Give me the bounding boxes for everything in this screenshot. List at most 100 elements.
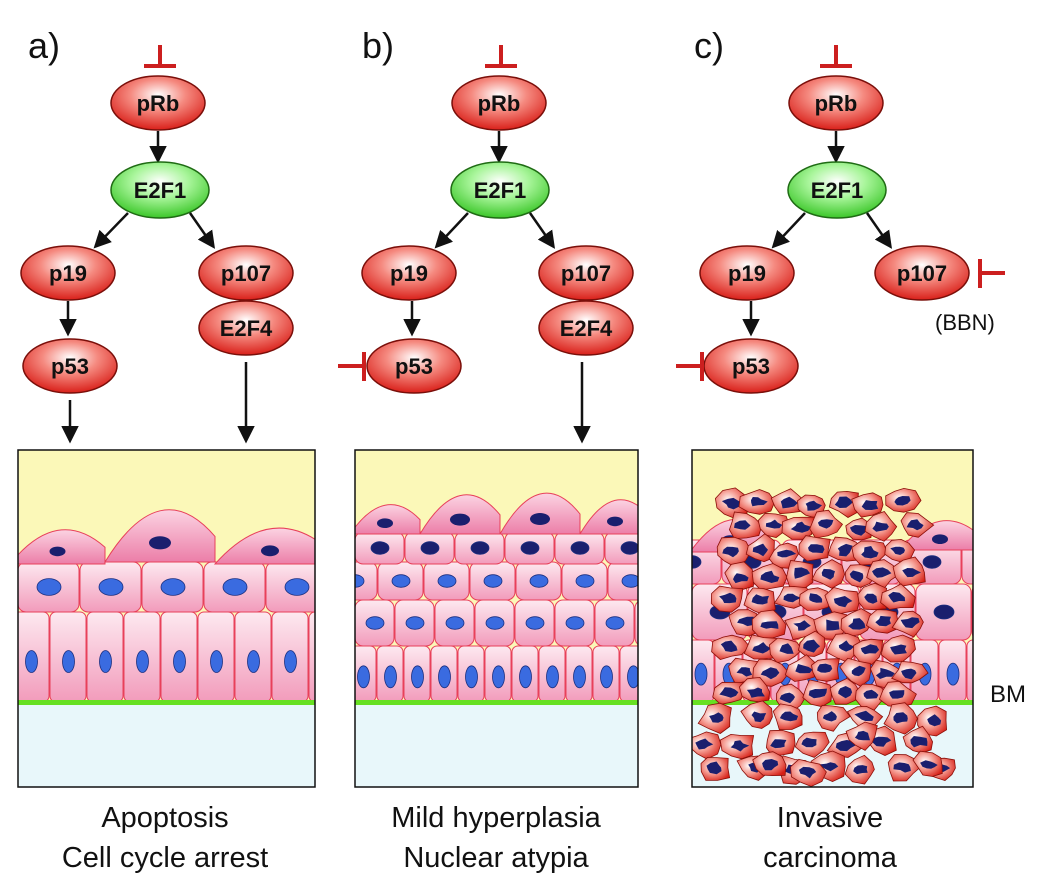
panel-c: c) pRb E2F1 p19 p107 (BBN): [676, 25, 1005, 874]
nucleus: [411, 665, 424, 689]
nucleus: [779, 711, 799, 722]
nucleus: [322, 651, 334, 673]
svg-text:p53: p53: [51, 354, 89, 379]
svg-text:p107: p107: [561, 261, 611, 286]
inhibition-mark: [485, 45, 517, 68]
nucleus: [565, 616, 585, 630]
nucleus: [808, 688, 827, 699]
nucleus: [794, 567, 811, 579]
nucleus: [760, 621, 779, 629]
caption-line-2: Nuclear atypia: [403, 842, 589, 874]
intermediate-cell: [634, 601, 638, 645]
nucleus: [822, 711, 837, 722]
nucleus: [851, 665, 866, 677]
nucleus: [779, 643, 794, 654]
nucleus: [854, 710, 874, 721]
nucleus: [801, 737, 817, 748]
node-prb: pRb: [451, 75, 547, 131]
node-p19: p19: [20, 245, 116, 301]
nucleus: [927, 714, 942, 727]
nucleus: [795, 664, 813, 674]
node-p107: p107: [874, 245, 970, 301]
caption-line-2: Cell cycle arrest: [62, 842, 268, 874]
inhibition-mark: [338, 352, 366, 381]
svg-text:E2F1: E2F1: [474, 178, 527, 203]
nucleus: [805, 500, 822, 511]
nucleus: [722, 546, 739, 558]
caption-line-1: Invasive: [777, 802, 883, 834]
nucleus: [365, 616, 385, 630]
nucleus: [326, 617, 344, 630]
nucleus: [889, 690, 905, 699]
basement-membrane: [355, 700, 638, 705]
nucleus: [492, 665, 505, 689]
nucleus: [837, 543, 853, 557]
node-prb: pRb: [788, 75, 884, 131]
nucleus: [834, 496, 853, 508]
nucleus: [765, 519, 783, 529]
inhibition-mark: [144, 45, 176, 68]
nucleus: [736, 667, 753, 677]
nucleus: [370, 541, 390, 555]
nucleus: [355, 574, 365, 588]
nucleus: [465, 665, 478, 689]
nucleus: [888, 591, 906, 603]
nucleus: [798, 766, 817, 779]
nucleus: [445, 616, 465, 630]
nucleus: [826, 619, 840, 631]
nucleus: [730, 740, 750, 752]
nucleus: [817, 663, 833, 673]
nucleus: [529, 574, 549, 588]
node-p19: p19: [361, 245, 457, 301]
nucleus: [864, 593, 878, 604]
nucleus: [983, 556, 1001, 569]
nucleus: [321, 542, 339, 555]
nucleus: [483, 574, 503, 588]
nucleus: [570, 541, 590, 555]
nucleus: [872, 736, 892, 747]
nucleus: [621, 574, 638, 588]
svg-text:E2F4: E2F4: [560, 316, 613, 341]
nucleus: [751, 711, 767, 723]
nucleus: [890, 546, 905, 555]
node-p53: p53: [366, 338, 462, 394]
nucleus: [692, 555, 702, 569]
intermediate-cell: [0, 562, 17, 612]
nucleus: [173, 650, 186, 673]
activation-arrow: [528, 212, 556, 249]
nucleus: [646, 617, 664, 630]
nucleus: [779, 692, 795, 704]
inhibition-mark: [676, 352, 704, 381]
nucleus: [420, 541, 440, 555]
stroma: [355, 702, 638, 787]
nucleus: [901, 668, 917, 680]
intermediate-cell: [971, 587, 973, 637]
nucleus: [709, 712, 724, 723]
node-p107: p107: [538, 245, 634, 301]
nucleus: [247, 650, 260, 673]
svg-text:p53: p53: [395, 354, 433, 379]
node-p53: p53: [703, 338, 799, 394]
nucleus: [136, 650, 149, 673]
svg-text:E2F1: E2F1: [811, 178, 864, 203]
nucleus: [770, 739, 787, 749]
nucleus: [906, 519, 924, 531]
nucleus: [933, 604, 955, 620]
nucleus: [819, 762, 839, 772]
activation-arrow: [188, 212, 216, 249]
inhibition-mark: [820, 45, 852, 68]
svg-text:E2F1: E2F1: [134, 178, 187, 203]
nucleus: [391, 574, 411, 588]
nucleus: [706, 761, 722, 775]
nucleus: [848, 618, 866, 630]
nucleus: [737, 616, 754, 627]
intermediate-cell: [315, 600, 354, 646]
nucleus: [605, 616, 625, 630]
nucleus: [760, 667, 780, 680]
panel-letter: c): [694, 25, 724, 66]
nucleus: [222, 578, 248, 596]
nucleus: [861, 500, 879, 510]
nucleus: [261, 545, 279, 557]
nucleus: [721, 497, 743, 510]
